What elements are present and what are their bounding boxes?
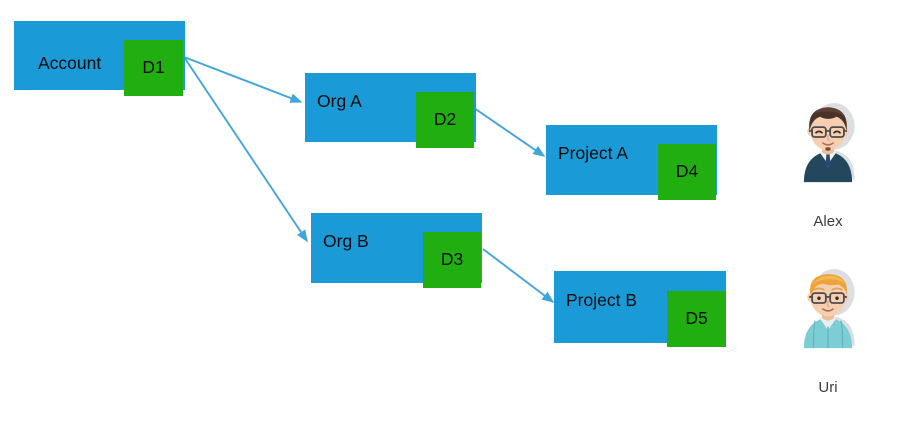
node-project-b[interactable]: Project B D5 (554, 271, 726, 347)
node-badge-d2[interactable]: D2 (416, 92, 474, 148)
node-label-account: Account (38, 53, 102, 73)
node-badge-label-d4: D4 (675, 161, 699, 181)
person-uri[interactable]: Uri (785, 263, 871, 395)
node-badge-d4[interactable]: D4 (658, 144, 716, 200)
edge-account-to-org-b (183, 56, 308, 243)
node-label-project-a: Project A (558, 143, 629, 163)
avatar-uri (785, 263, 871, 354)
node-label-org-a: Org A (317, 91, 362, 111)
blond-man-with-glasses-avatar (803, 269, 855, 349)
node-project-a[interactable]: Project A D4 (546, 125, 717, 200)
person-alex[interactable]: Alex (785, 97, 871, 229)
node-badge-d5[interactable]: D5 (667, 291, 726, 347)
node-account[interactable]: Account D1 (14, 21, 185, 96)
edge-org-a-to-project-a (473, 107, 546, 157)
person-name-alex: Alex (813, 213, 843, 230)
edge-org-b-to-project-b (482, 248, 555, 303)
node-label-project-b: Project B (566, 290, 637, 310)
node-org-b[interactable]: Org B D3 (311, 213, 482, 288)
node-badge-d3[interactable]: D3 (423, 232, 481, 288)
node-badge-label-d2: D2 (433, 109, 457, 129)
node-org-a[interactable]: Org A D2 (305, 73, 476, 148)
man-with-glasses-avatar (803, 103, 855, 183)
node-badge-d1[interactable]: D1 (124, 40, 183, 96)
person-name-uri: Uri (818, 379, 838, 396)
node-badge-label-d3: D3 (440, 249, 464, 269)
node-label-org-b: Org B (323, 231, 369, 251)
node-badge-label-d1: D1 (142, 57, 165, 77)
node-badge-label-d5: D5 (685, 308, 708, 328)
edge-account-to-org-a (183, 56, 303, 103)
avatar-alex (785, 97, 871, 188)
